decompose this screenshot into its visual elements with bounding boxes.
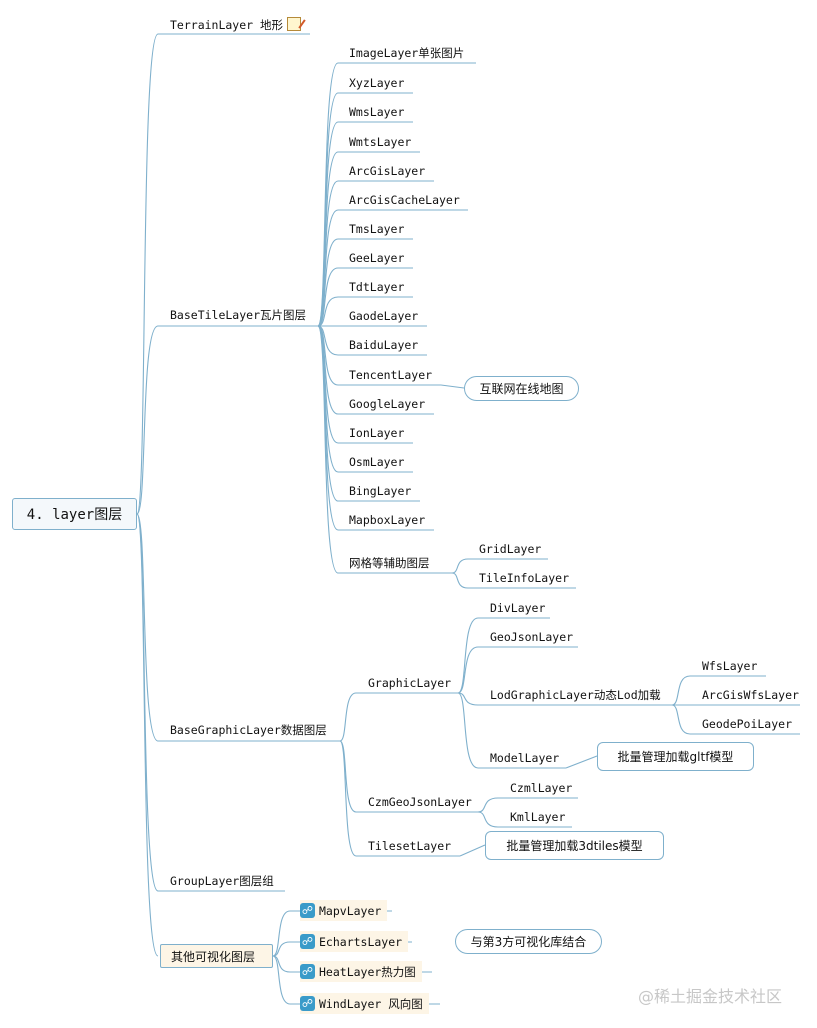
connector-czm-child	[477, 811, 499, 828]
tile-child[interactable]: GeeLayer	[349, 251, 405, 265]
link-icon: ☍	[300, 964, 315, 979]
connector-tile-child	[317, 267, 339, 327]
link-icon: ☍	[300, 903, 315, 918]
callout-3dtiles[interactable]: 批量管理加载3dtiles模型	[485, 831, 664, 860]
callout-gltf-label: 批量管理加载gltf模型	[617, 750, 734, 764]
connector-root-base-graphic	[136, 513, 159, 742]
tile-child[interactable]: WmsLayer	[349, 105, 405, 119]
tile-child[interactable]: IonLayer	[349, 426, 405, 440]
tile-child[interactable]: TdtLayer	[349, 280, 405, 294]
other-child-label: WindLayer 风向图	[319, 996, 423, 1011]
tile-child[interactable]: OsmLayer	[349, 455, 405, 469]
watermark: @稀土掘金技术社区	[638, 987, 783, 1006]
node-terrain-label: TerrainLayer 地形	[170, 18, 284, 32]
aux-child[interactable]: TileInfoLayer	[479, 571, 570, 585]
other-child[interactable]: ☍ WindLayer 风向图	[300, 993, 429, 1014]
tile-child[interactable]: MapboxLayer	[349, 513, 426, 527]
connector-tile-child	[317, 209, 339, 327]
graphic-child-div[interactable]: DivLayer	[490, 601, 546, 615]
other-child-label: MapvLayer	[319, 903, 382, 918]
link-icon: ☍	[300, 996, 315, 1011]
connector-tile-child	[317, 296, 339, 327]
tile-child[interactable]: ArcGisLayer	[349, 164, 426, 178]
note-icon	[287, 17, 302, 31]
callout-online-map[interactable]: 互联网在线地图	[464, 376, 579, 401]
graphic-child-geojson[interactable]: GeoJsonLayer	[490, 630, 574, 644]
callout-connector-gltf	[565, 755, 598, 769]
connector-aux-child	[451, 572, 469, 589]
callout-3rd-party[interactable]: 与第3方可视化库结合	[455, 929, 602, 954]
other-child[interactable]: ☍ EchartsLayer	[300, 931, 409, 952]
connector-czm-child	[477, 797, 499, 813]
tile-child[interactable]: BingLayer	[349, 484, 412, 498]
other-child-label: EchartsLayer	[319, 934, 403, 949]
aux-child[interactable]: GridLayer	[479, 542, 542, 556]
callout-3rd-party-label: 与第3方可视化库结合	[470, 935, 587, 949]
connector-graphic	[339, 692, 357, 742]
node-group[interactable]: GroupLayer图层组	[170, 874, 274, 888]
connector-other-child	[272, 955, 291, 1005]
connector-root-base-tile	[136, 325, 159, 515]
other-child-label: HeatLayer热力图	[319, 964, 416, 979]
connector-tile-child	[317, 238, 339, 327]
callout-3dtiles-label: 批量管理加载3dtiles模型	[506, 839, 643, 853]
connector-other-child	[272, 910, 291, 957]
node-other-label: 其他可视化图层	[171, 949, 256, 964]
node-model[interactable]: ModelLayer	[490, 751, 560, 765]
node-graphic[interactable]: GraphicLayer	[368, 676, 452, 690]
connector-root-group	[136, 513, 159, 892]
tile-child[interactable]: ImageLayer单张图片	[349, 46, 465, 60]
connector-root-terrain	[136, 33, 159, 515]
connector-graphic-child	[457, 617, 479, 694]
node-lod[interactable]: LodGraphicLayer动态Lod加载	[490, 688, 661, 702]
callout-connector-3dtiles	[459, 844, 486, 857]
tile-child[interactable]: GoogleLayer	[349, 397, 426, 411]
connector-graphic-child	[457, 692, 479, 706]
tile-child[interactable]: ArcGisCacheLayer	[349, 193, 460, 207]
callout-connector-online	[440, 384, 465, 389]
tile-child[interactable]: GaodeLayer	[349, 309, 419, 323]
connector-aux-child	[451, 558, 469, 574]
root-label: 4. layer图层	[26, 507, 123, 523]
connector-lod-child	[671, 704, 691, 735]
callout-gltf[interactable]: 批量管理加载gltf模型	[597, 742, 754, 771]
tile-child[interactable]: TmsLayer	[349, 222, 405, 236]
other-child[interactable]: ☍ HeatLayer热力图	[300, 961, 422, 982]
czm-child[interactable]: CzmlLayer	[510, 781, 573, 795]
link-icon: ☍	[300, 934, 315, 949]
connector-aux	[317, 325, 339, 574]
node-base-graphic[interactable]: BaseGraphicLayer数据图层	[170, 723, 327, 737]
connector-czm	[339, 740, 357, 813]
node-other[interactable]: 其他可视化图层	[160, 944, 273, 968]
connector-other-child	[272, 941, 291, 957]
root-node[interactable]: 4. layer图层	[12, 498, 137, 530]
other-child[interactable]: ☍ MapvLayer	[300, 900, 388, 921]
connector-root-other	[136, 513, 159, 957]
node-terrain[interactable]: TerrainLayer 地形	[170, 17, 302, 32]
connector-graphic-child	[457, 692, 479, 769]
node-aux[interactable]: 网格等辅助图层	[349, 556, 430, 570]
connector-tileset	[339, 740, 357, 857]
tile-child[interactable]: XyzLayer	[349, 76, 405, 90]
lod-child[interactable]: GeodePoiLayer	[702, 717, 793, 731]
node-base-tile[interactable]: BaseTileLayer瓦片图层	[170, 308, 307, 322]
node-czm[interactable]: CzmGeoJsonLayer	[368, 795, 472, 809]
tile-child[interactable]: BaiduLayer	[349, 338, 419, 352]
tile-child[interactable]: TencentLayer	[349, 368, 433, 382]
czm-child[interactable]: KmlLayer	[510, 810, 566, 824]
lod-child[interactable]: ArcGisWfsLayer	[702, 688, 799, 702]
connector-graphic-child	[457, 646, 479, 694]
connector-lod-child	[671, 675, 691, 706]
node-tileset[interactable]: TilesetLayer	[368, 839, 452, 853]
lod-child[interactable]: WfsLayer	[702, 659, 758, 673]
tile-child[interactable]: WmtsLayer	[349, 135, 412, 149]
callout-online-map-label: 互联网在线地图	[479, 382, 564, 396]
